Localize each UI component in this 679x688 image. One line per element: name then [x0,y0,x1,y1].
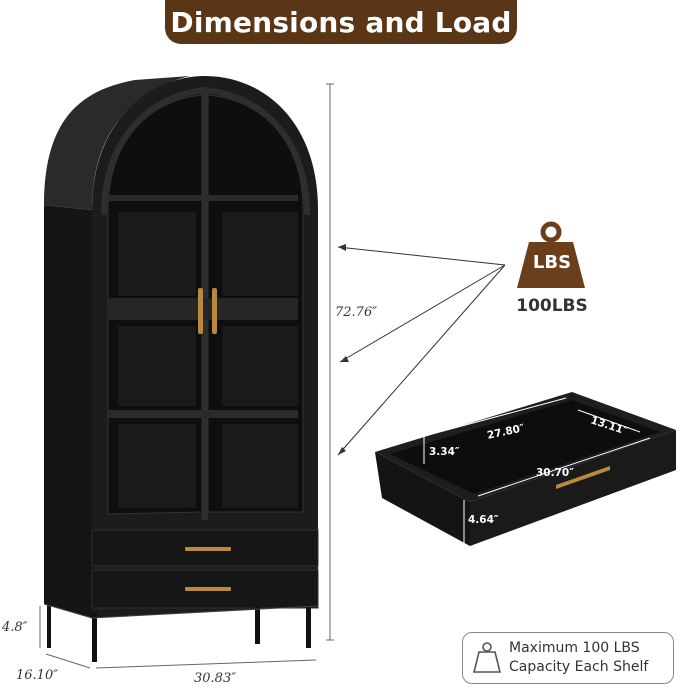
depth-label: 16.10″ [16,668,59,683]
leg-front-left [92,612,97,662]
weight-icon [517,221,585,288]
door-handle-right [212,288,217,334]
cabinet-arch-side [44,76,190,210]
drawer-1-handle [185,547,231,551]
leg-front-right [306,606,311,648]
door-handle-left [198,288,203,334]
drawer-front [470,430,676,546]
capacity-line-2: Capacity Each Shelf [509,659,649,675]
height-label: 72.76″ [335,305,378,320]
drawer-2-handle [185,587,231,591]
weight-value: 100LBS [516,296,588,316]
width-label: 30.83″ [194,671,237,686]
drawer-front-width-label: 30.70″ [536,467,574,479]
weight-outline-icon [473,642,501,673]
drawer-handle [556,466,610,489]
shelf-1 [108,195,298,201]
capacity-line-1: Maximum 100 LBS [509,640,640,656]
capacity-text: Maximum 100 LBS Capacity Each Shelf [509,639,648,677]
shelf-3 [108,410,298,418]
weight-unit: LBS [532,252,572,273]
leg-back-left [47,604,51,648]
title-banner: Dimensions and Load [165,0,517,44]
cabinet-side-panel [44,205,92,618]
leg-back-right [255,606,260,644]
leg-height-label: 4.8″ [2,620,28,635]
capacity-note: Maximum 100 LBS Capacity Each Shelf [462,632,674,684]
drawer-front-height-label: 4.64″ [468,514,499,526]
page-title: Dimensions and Load [170,5,512,39]
drawer-inner-height-label: 3.34″ [429,446,460,458]
